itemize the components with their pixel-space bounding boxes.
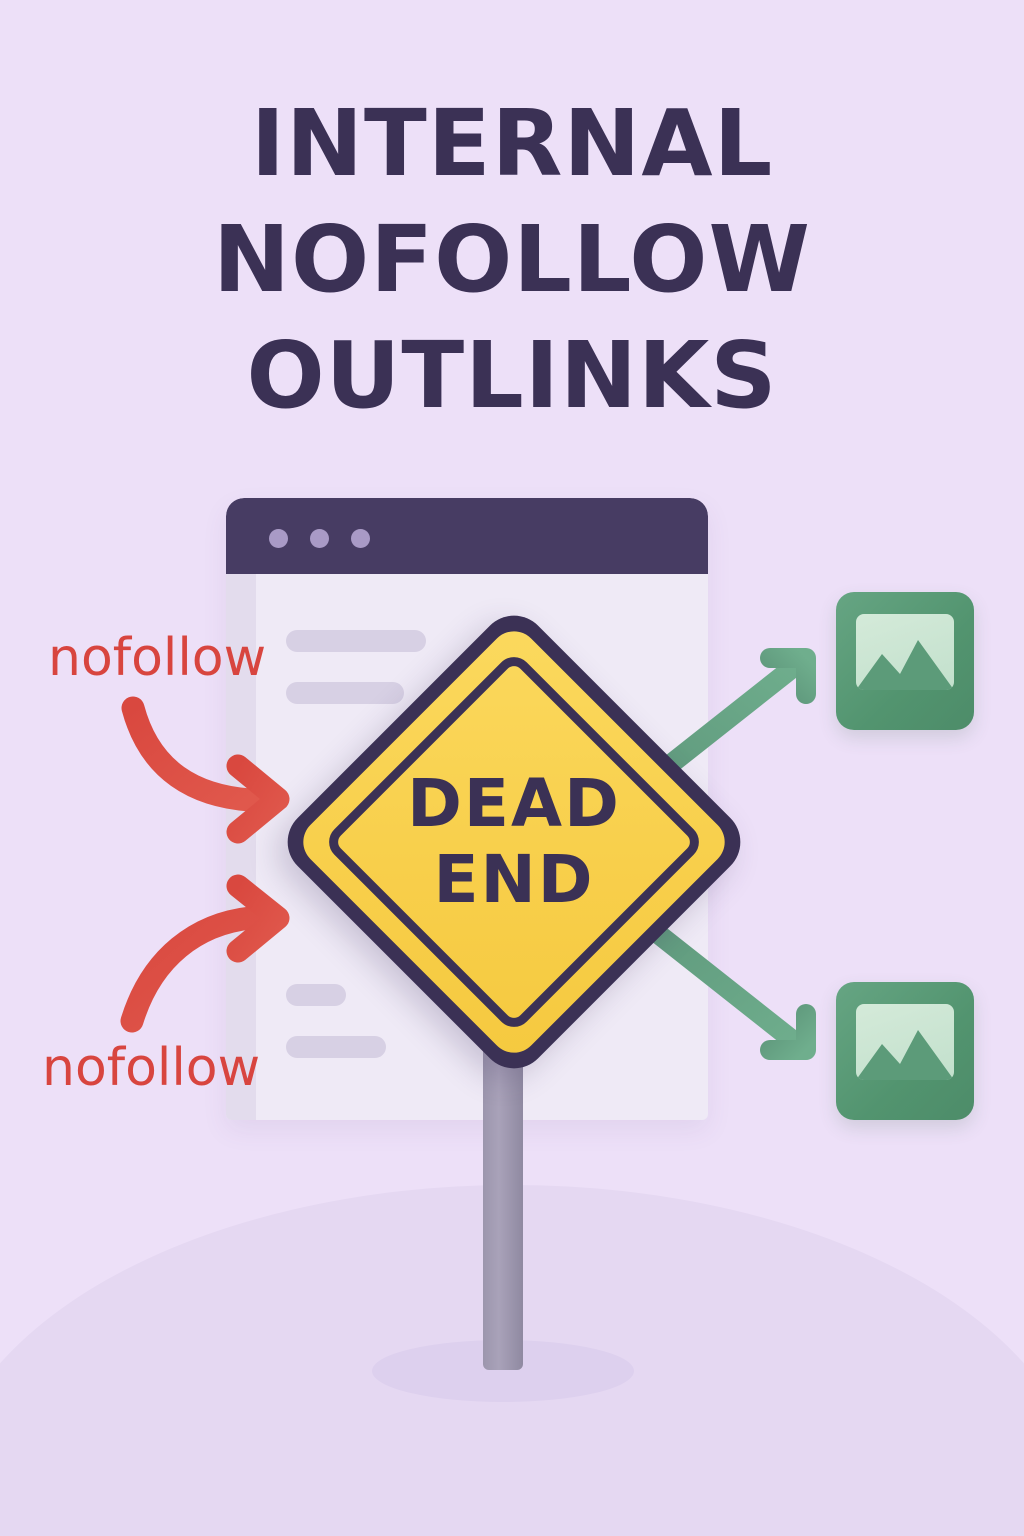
content-placeholder-bar bbox=[286, 1036, 386, 1058]
content-placeholder-bar bbox=[286, 630, 426, 652]
dead-end-sign: DEAD END bbox=[273, 601, 755, 1083]
mountain-icon bbox=[856, 640, 954, 690]
title-line-3: OUTLINKS bbox=[246, 322, 778, 429]
page-title: INTERNAL NOFOLLOW OUTLINKS bbox=[0, 86, 1024, 434]
title-line-1: INTERNAL bbox=[250, 90, 774, 197]
sign-diamond-face bbox=[293, 621, 735, 1063]
title-line-2: NOFOLLOW bbox=[213, 206, 811, 313]
sign-post bbox=[483, 1040, 523, 1370]
nofollow-label-top: nofollow bbox=[48, 628, 267, 688]
content-placeholder-bar bbox=[286, 682, 404, 704]
mountain-icon bbox=[856, 1030, 954, 1080]
window-dot-minimize-icon bbox=[310, 529, 329, 548]
browser-titlebar bbox=[226, 498, 708, 574]
content-placeholder-bar bbox=[286, 984, 346, 1006]
sign-inner-outline bbox=[321, 649, 707, 1035]
nofollow-label-bottom: nofollow bbox=[42, 1038, 261, 1098]
image-icon bbox=[856, 1004, 954, 1080]
image-target-top bbox=[836, 592, 974, 730]
image-target-bottom bbox=[836, 982, 974, 1120]
sign-diamond-border bbox=[273, 601, 755, 1083]
window-dot-close-icon bbox=[269, 529, 288, 548]
image-icon bbox=[856, 614, 954, 690]
window-dot-maximize-icon bbox=[351, 529, 370, 548]
